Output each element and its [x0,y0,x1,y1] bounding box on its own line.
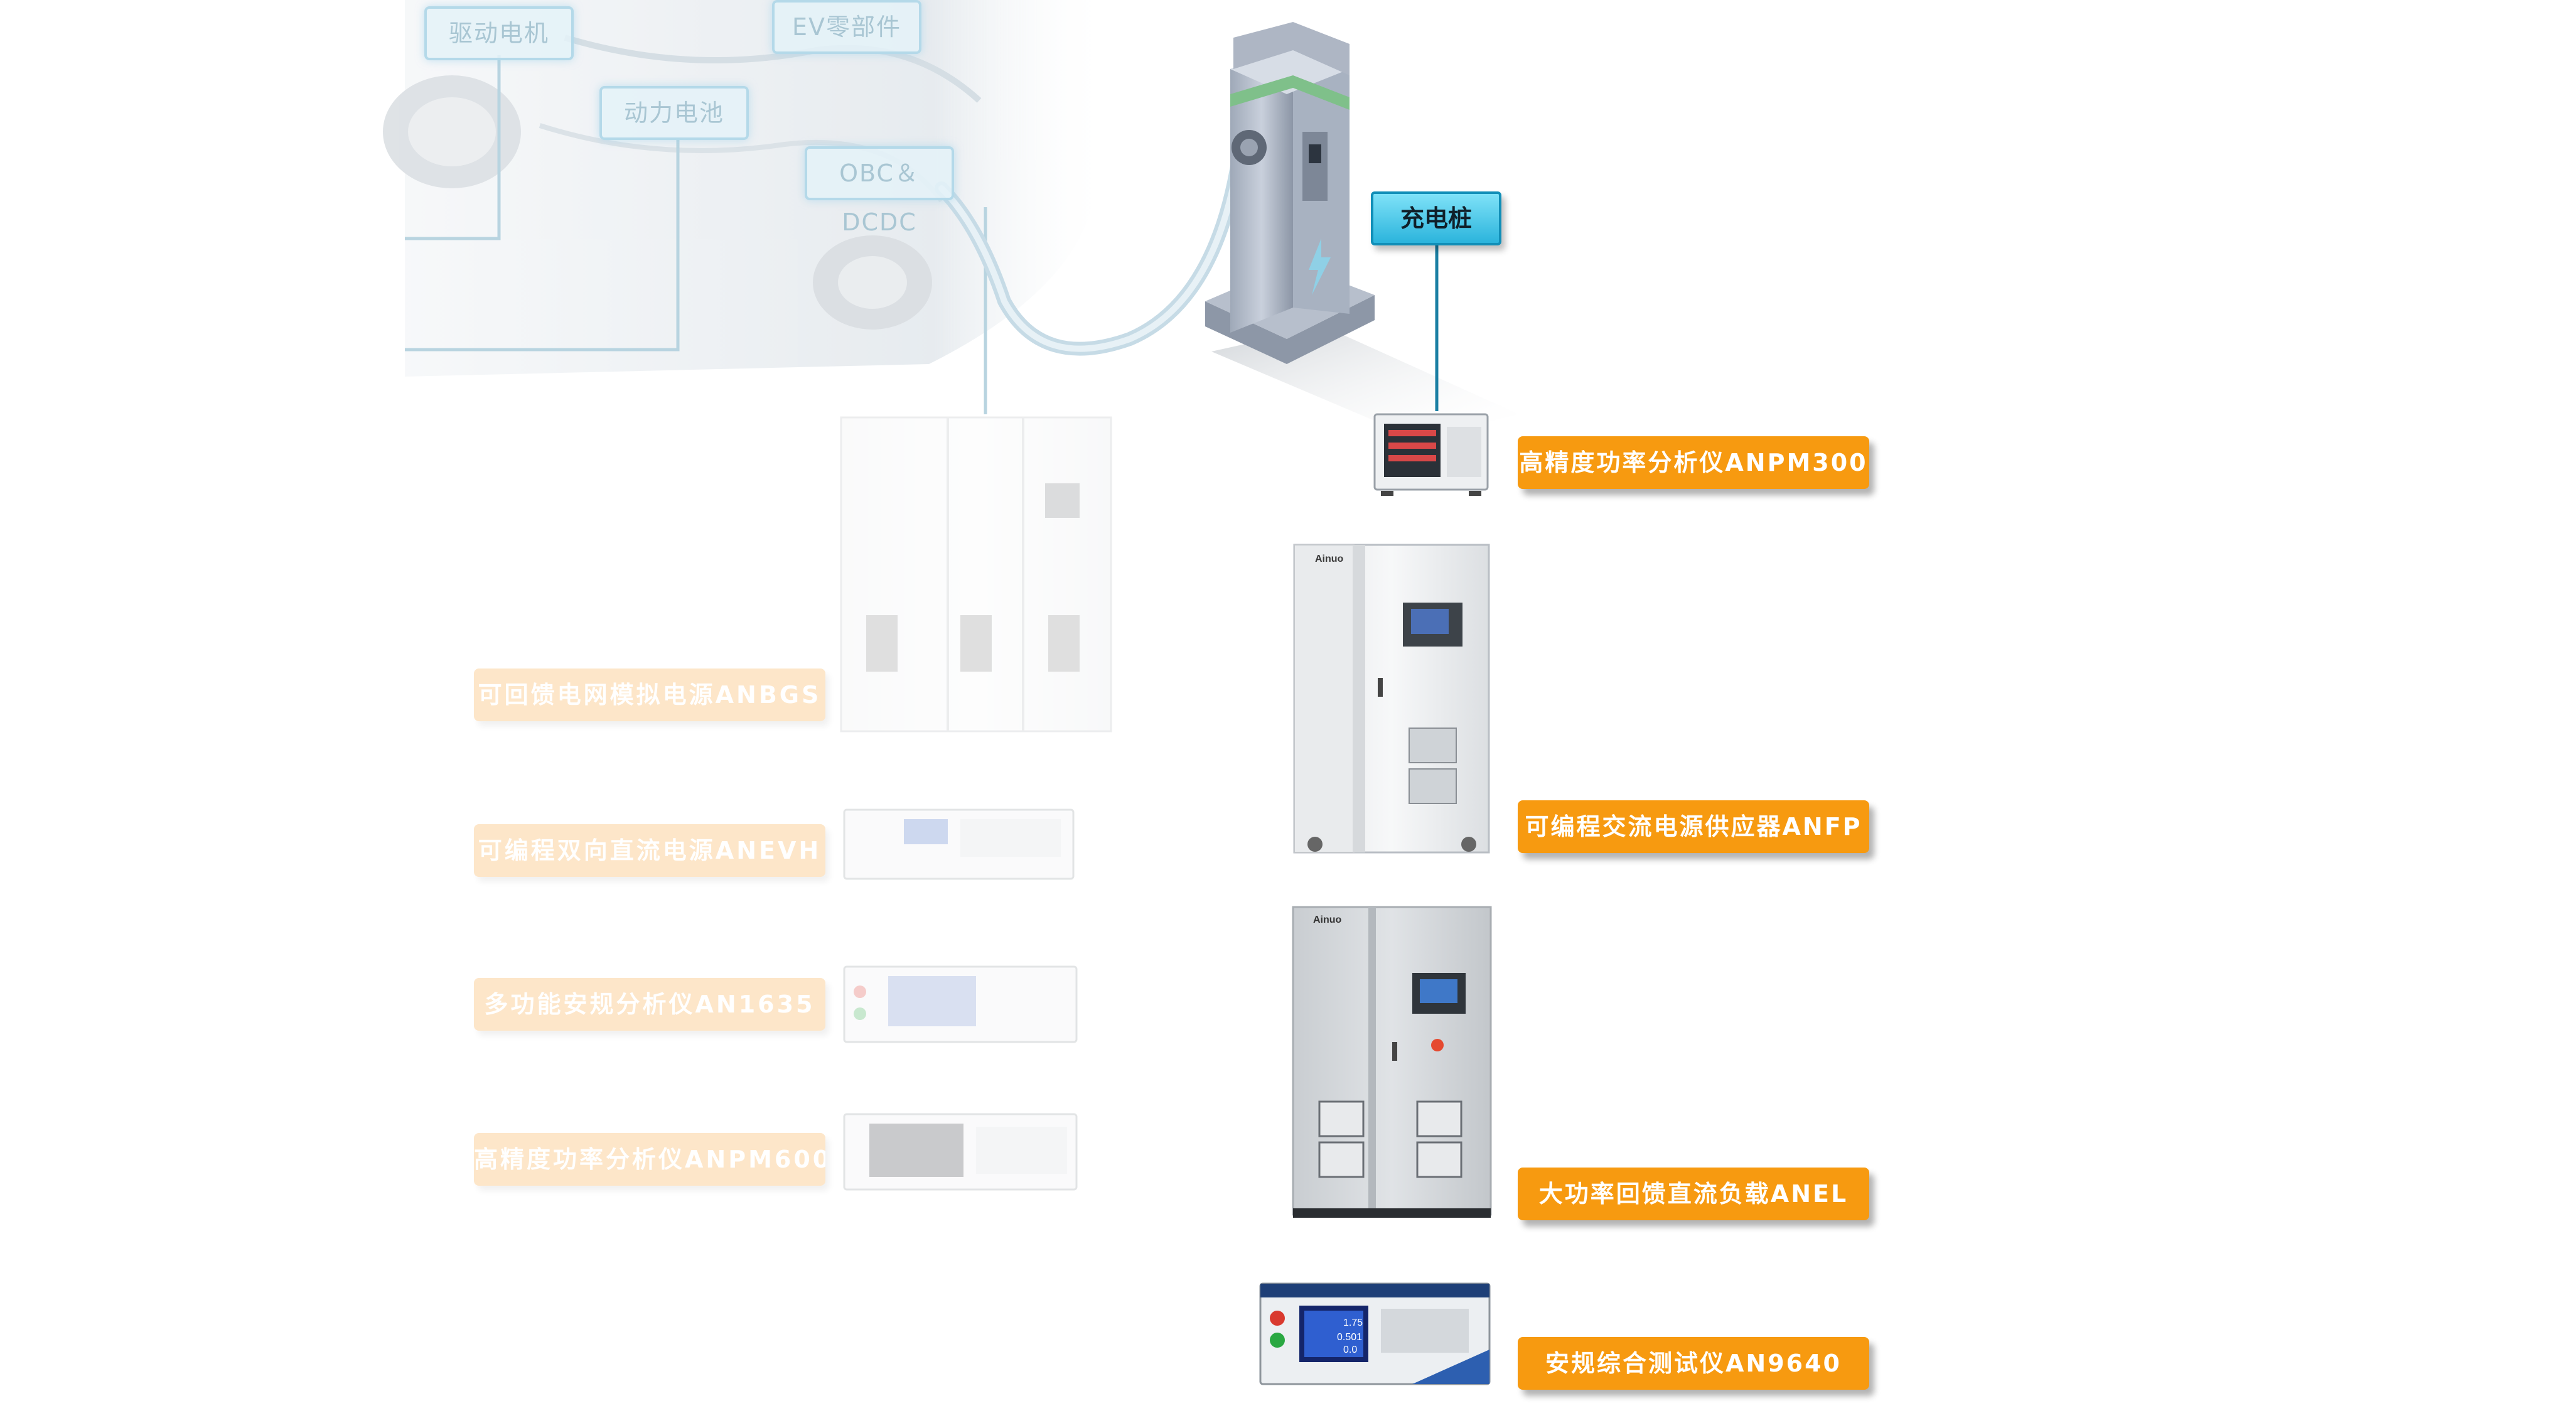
anpm300-device [1373,413,1489,496]
car-tag-motor: 驱动电机 [424,6,574,60]
an1635-device [843,965,1078,1043]
an9640-device: 1.75 0.501 0.0 [1259,1282,1491,1385]
car-tag-obc-dcdc: OBC＆DCDC [805,146,954,236]
car-tag-ev-parts: EV零部件 [772,0,921,54]
label-anbgs: 可回馈电网模拟电源ANBGS [474,669,825,721]
label-an9640: 安规综合测试仪AN9640 [1518,1337,1869,1390]
anpm600-device [843,1113,1078,1191]
an9640-reading-1: 1.75 [1343,1318,1363,1328]
car-tag-battery: 动力电池 [599,86,749,140]
label-anel: 大功率回馈直流负载ANEL [1518,1168,1869,1220]
label-anevh: 可编程双向直流电源ANEVH [474,824,825,877]
anfp-device: Ainuo [1293,544,1490,854]
anbgs-device [840,416,1112,733]
label-an1635: 多功能安规分析仪AN1635 [474,978,825,1031]
anel-device: Ainuo [1292,906,1492,1218]
anevh-device [843,808,1075,880]
label-anpm300: 高精度功率分析仪ANPM300 [1518,436,1869,489]
an9640-reading-3: 0.0 [1343,1345,1357,1355]
label-anpm600: 高精度功率分析仪ANPM600 [474,1133,825,1186]
anfp-brand: Ainuo [1315,554,1344,564]
anel-brand: Ainuo [1313,915,1342,925]
label-anfp: 可编程交流电源供应器ANFP [1518,800,1869,853]
charging-station-illustration [1205,22,1519,439]
charging-station-tag: 充电桩 [1371,191,1501,245]
an9640-reading-2: 0.501 [1337,1332,1362,1343]
